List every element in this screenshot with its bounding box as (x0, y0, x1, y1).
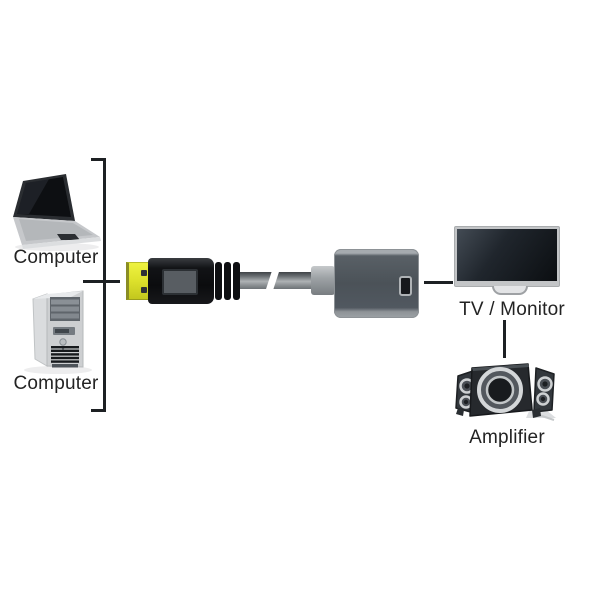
laptop-icon (5, 170, 105, 252)
adapter-to-tv-line (424, 281, 453, 284)
laptop-label: Computer (13, 247, 99, 268)
cable (240, 272, 314, 289)
desktop-label: Computer (13, 373, 99, 394)
bracket-bottom-tick (91, 409, 106, 412)
hdmi-pin (141, 287, 147, 293)
amplifier-speaker-icon (448, 358, 564, 424)
hdmi-plug-label-window (162, 269, 198, 295)
adapter-strain-relief (311, 266, 335, 295)
bracket-top-tick (91, 158, 106, 161)
tv-to-amplifier-line (503, 320, 506, 358)
adapter-output-port (399, 276, 412, 296)
bracket-middle-tick (83, 280, 120, 283)
amplifier-label: Amplifier (469, 427, 545, 448)
tv-monitor-label: TV / Monitor (459, 299, 565, 320)
desktop-tower-icon (16, 286, 102, 376)
plug-strain-ridge (215, 262, 222, 300)
tv-monitor-icon (454, 226, 560, 287)
plug-strain-ridge (224, 262, 231, 300)
hdmi-plug-tip (126, 262, 149, 300)
tv-stand (492, 286, 528, 295)
hdmi-pin (141, 270, 147, 276)
hdmi-plug-body (148, 258, 214, 304)
bracket-vertical-line (103, 158, 106, 412)
adapter-box (334, 249, 419, 318)
tv-screen (457, 229, 557, 281)
plug-strain-ridge (233, 262, 240, 300)
